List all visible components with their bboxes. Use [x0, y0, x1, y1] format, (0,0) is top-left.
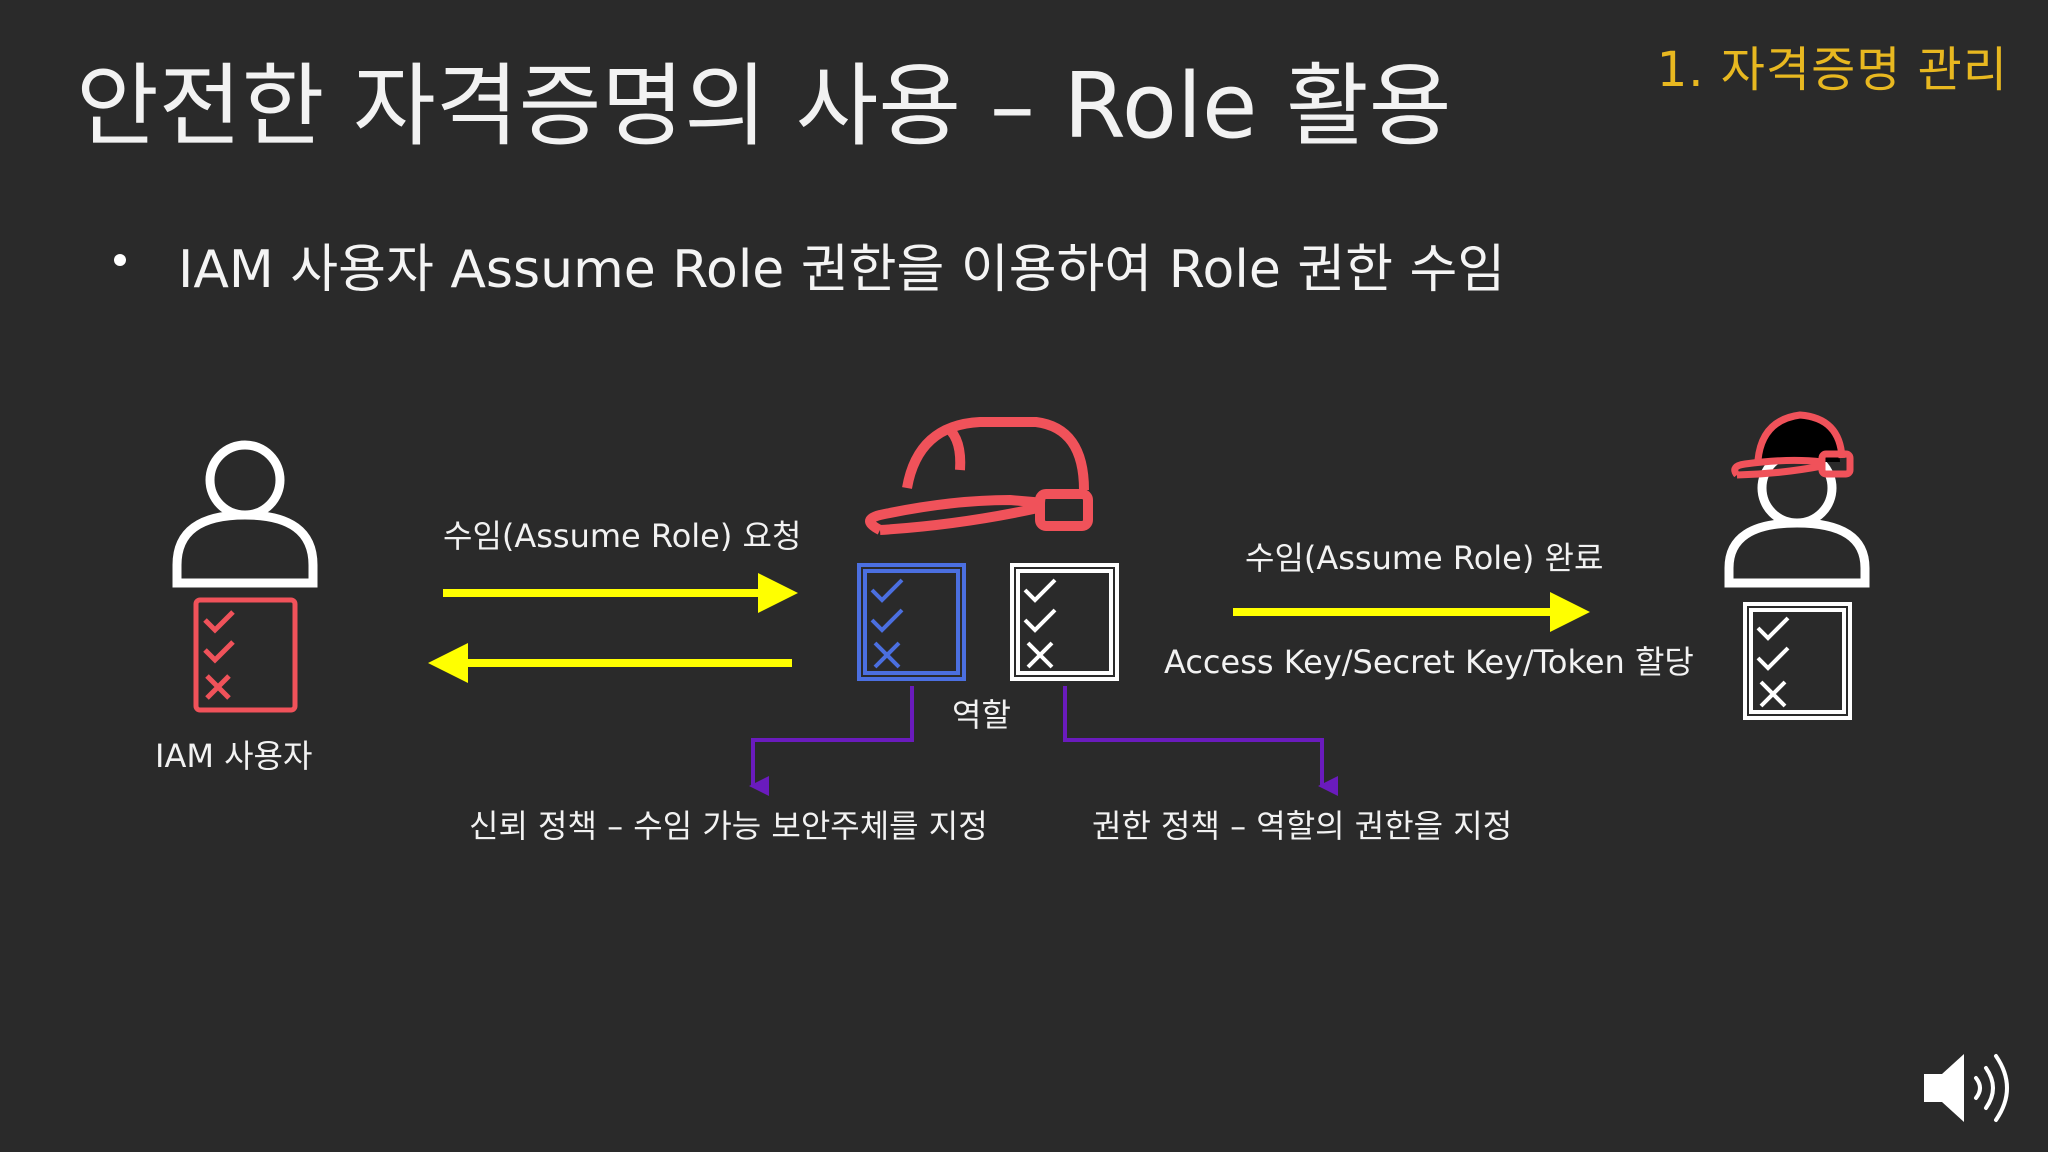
credentials-label: Access Key/Secret Key/Token 할당	[1164, 643, 1694, 681]
section-label: 1. 자격증명 관리	[1656, 42, 2008, 98]
permission-policy-label: 권한 정책 – 역할의 권한을 지정	[1092, 807, 1513, 845]
permission-policy-document-icon	[1010, 563, 1119, 681]
hard-hat-icon	[865, 417, 1093, 535]
iam-user-label: IAM 사용자	[155, 737, 313, 775]
speaker-icon[interactable]	[1920, 1046, 2020, 1130]
assume-request-label: 수임(Assume Role) 요청	[443, 517, 802, 555]
checklist-icon	[193, 597, 298, 713]
trust-policy-connector	[749, 686, 914, 796]
slide-title: 안전한 자격증명의 사용 – Role 활용	[76, 54, 1452, 159]
user-icon	[172, 440, 318, 588]
trust-policy-label: 신뢰 정책 – 수임 가능 보안주체를 지정	[469, 807, 988, 845]
bullet-text: IAM 사용자 Assume Role 권한을 이용하여 Role 권한 수임	[178, 240, 1506, 300]
bullet-dot	[114, 254, 126, 266]
trust-policy-document-icon	[857, 563, 966, 681]
role-label: 역할	[952, 696, 1011, 734]
permission-policy-connector	[1063, 686, 1338, 796]
assume-complete-label: 수임(Assume Role) 완료	[1245, 539, 1604, 577]
user-with-hard-hat-icon	[1724, 411, 1870, 588]
checklist-icon	[1743, 602, 1852, 720]
